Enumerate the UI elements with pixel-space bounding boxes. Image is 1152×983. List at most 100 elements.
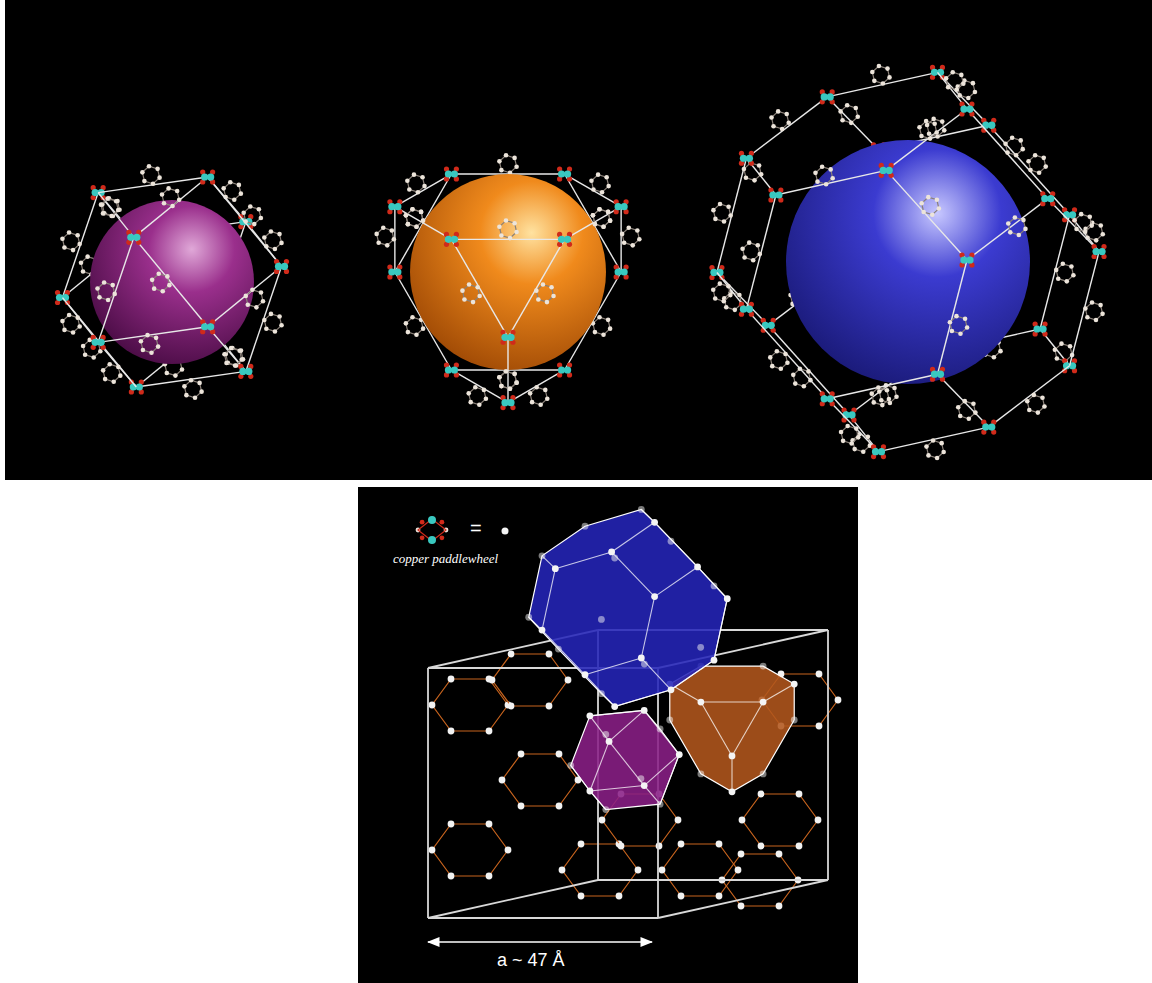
carbon-atom [189,378,194,383]
copper-atom [207,323,214,330]
carbon-atom [1010,135,1015,140]
paddlewheel-node [505,847,512,854]
linker-ring [184,380,201,398]
carbon-atom [83,352,88,357]
carbon-atom [1055,356,1060,361]
carbon-atom [824,182,829,187]
paddlewheel-node [739,817,746,824]
paddlewheel-node [675,817,682,824]
paddlewheel-node [567,762,574,769]
carbon-atom [499,384,504,389]
carbon-atom [229,346,234,351]
carbon-atom [421,218,426,223]
carbon-atom [239,191,244,196]
carbon-atom [853,106,858,111]
polyhedron-edge [571,765,590,791]
carbon-atom [1072,218,1077,223]
carbon-atom [768,355,773,360]
carbon-atom [728,293,733,298]
cage-edge [717,272,768,325]
cage-polyhedron [525,506,730,710]
paddlewheel-node [598,690,605,697]
carbon-atom [497,224,502,229]
carbon-atom [404,213,409,218]
carbon-atom [757,252,762,257]
cage-edge [395,207,452,240]
linker-ring [958,401,975,419]
carbon-atom [737,293,742,298]
paddlewheel-node [486,728,493,735]
cell-edge [827,630,829,880]
carbon-atom [237,183,242,188]
linker-ring [62,315,79,333]
carbon-atom [718,202,723,207]
carbon-atom [154,336,159,341]
carbon-atom [381,225,386,230]
carbon-atom [919,134,924,139]
paddlewheel-node [429,847,436,854]
carbon-atom [757,163,762,168]
carbon-atom [512,221,517,226]
carbon-atom [262,318,267,323]
carbon-atom [508,386,513,391]
carbon-atom [950,329,955,334]
carbon-atom [467,282,472,287]
carbon-atom [606,184,611,189]
carbon-atom [944,76,949,81]
linker-ring [713,204,730,222]
carbon-atom [934,130,939,135]
paddlewheel-node [666,717,673,724]
carbon-atom [374,232,379,237]
paddlewheel-node [486,821,493,828]
carbon-atom [855,114,860,119]
carbon-atom [248,204,253,209]
carbon-atom [888,401,893,406]
linker-ring [152,274,169,292]
carbon-atom [784,112,789,117]
carbon-atom [245,302,250,307]
carbon-atom [156,344,161,349]
paddlewheel-node [578,893,585,900]
carbon-atom [1006,221,1011,226]
carbon-atom [250,287,255,292]
copper-atom [937,371,944,378]
carbon-atom [839,430,844,435]
polyhedron-edge [615,690,671,707]
carbon-atom [1037,170,1042,175]
linker-ring [1029,155,1046,173]
paddlewheel-node [525,614,532,621]
carbon-atom [264,326,269,331]
carbon-atom [601,224,606,229]
carbon-atom [1020,147,1025,152]
carbon-atom [105,196,110,201]
carbon-atom [971,402,976,407]
linker-ring [264,314,281,332]
carbon-atom [849,121,854,126]
paddlewheel-node [556,751,563,758]
linker-ring [97,282,114,300]
carbon-atom [75,233,80,238]
carbon-atom [79,260,84,265]
paddlewheel-node [448,821,455,828]
carbon-atom [740,246,745,251]
carbon-atom [971,81,976,86]
carbon-atom [1094,238,1099,243]
carbon-atom [593,222,598,227]
carbon-atom [156,271,161,276]
paddlewheel-node [518,803,525,810]
carbon-atom [77,324,82,329]
paddlewheel-node [657,801,664,808]
linker-ring [770,351,787,369]
linker-ring [743,243,760,261]
copper-atom [988,122,995,129]
carbon-atom [965,325,970,330]
linker-ring [406,209,423,227]
carbon-atom [601,224,606,229]
carbon-atom [224,361,229,366]
carbon-atom [591,187,596,192]
carbon-atom [473,385,478,390]
carbon-atom [747,240,752,245]
paddlewheel-node [651,519,658,526]
polyhedron-edge [609,710,644,741]
carbon-atom [279,241,284,246]
